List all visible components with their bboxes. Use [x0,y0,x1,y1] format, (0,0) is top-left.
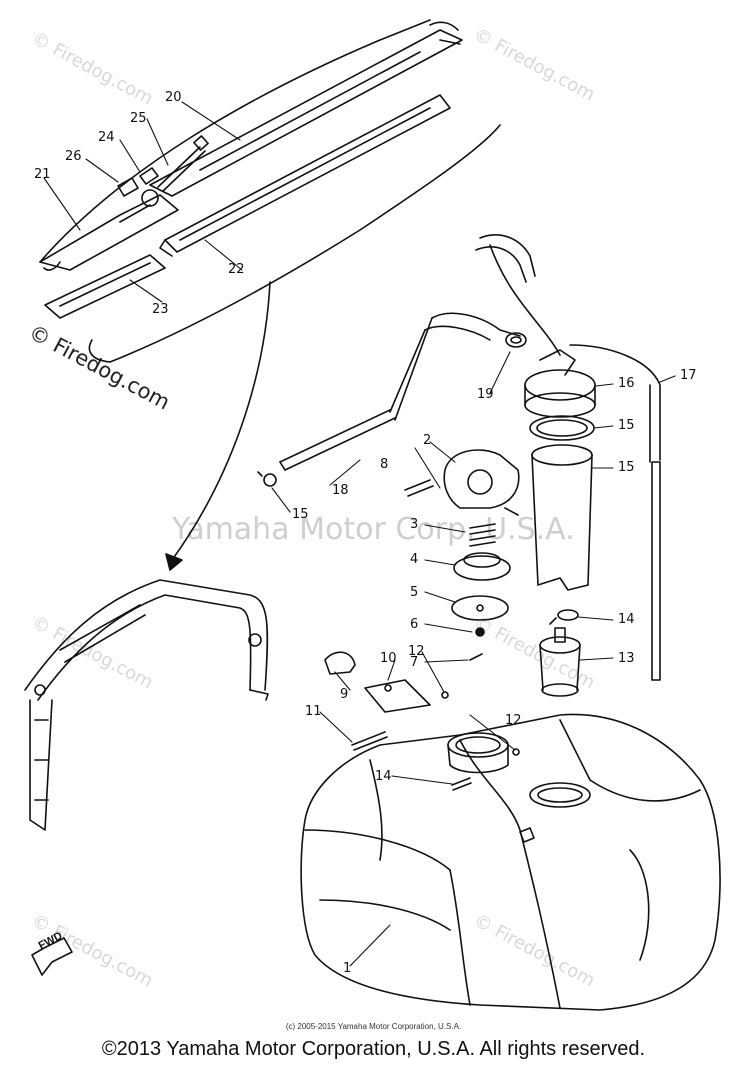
bracket-23 [39,189,179,271]
breather-hose-19 [475,234,661,681]
assembly-arrowhead [165,553,183,571]
callout-13: 14 [375,769,392,784]
clamp-15-left [257,471,277,487]
bolt-27 [157,135,209,192]
callout-23: 21 [34,167,51,182]
plate-10 [364,679,431,713]
cap-9 [324,651,356,675]
callout-3: 3 [410,517,419,532]
small-copyright: (c) 2005-2015 Yamaha Motor Corporation, … [285,1022,462,1031]
o-ring-17 [529,415,595,441]
assembled-frame [24,579,269,831]
callout-21: 19 [477,387,494,402]
footer-copyright: ©2013 Yamaha Motor Corporation, U.S.A. A… [101,1038,646,1060]
washer-6 [475,627,485,637]
callout-25: 23 [152,302,169,317]
callout-20: 18 [332,483,349,498]
fuel-cock-body-2 [443,449,520,516]
callout-12-top: 12 [408,644,425,659]
filter-case-16 [531,444,593,591]
spring-3 [469,523,496,547]
hose-20 [279,312,521,471]
callout-26: 24 [98,130,115,145]
rubber-strip-25 [44,254,166,319]
callout-8: 8 [380,457,389,472]
filter-cap-18 [524,349,596,418]
watermark-center: Yamaha Motor Corp. U.S.A. [172,512,575,547]
strainer-14 [539,627,581,697]
nut-28 [117,177,139,197]
callout-5: 5 [410,585,419,600]
callout-15-left: 15 [292,507,309,522]
callout-11: 11 [305,704,322,719]
filler-neck-mount [447,732,509,774]
callout-18: 16 [618,376,635,391]
callout-17: 15 [618,418,635,433]
screw-8 [404,479,434,497]
callout-7: 7 [410,655,419,670]
washer-12 [441,691,520,756]
callout-12-right: 12 [505,713,522,728]
bolt-11 [351,731,388,751]
callout-10: 10 [380,651,397,666]
fwd-arrow [31,937,73,976]
callout-28: 26 [65,149,82,164]
clamp-15-right [549,609,579,625]
screw-7 [469,653,483,661]
callout-16: 15 [618,460,635,475]
strap-22 [149,21,463,197]
callout-1: 1 [343,961,352,976]
leader-lines [43,101,676,967]
rubber-strip-24 [159,94,451,257]
collar-26 [139,167,159,185]
gasket-5 [451,595,509,621]
callout-14: 13 [618,651,635,666]
assembly-arrow [171,281,271,561]
callout-22: 20 [165,90,182,105]
callout-2: 2 [423,433,432,448]
callout-27: 25 [130,111,147,126]
callout-24: 22 [228,262,245,277]
callout-6: 6 [410,617,419,632]
callout-9: 9 [340,687,349,702]
fuel-tank-1 [300,713,721,1011]
callout-19: 17 [680,368,697,383]
lever-4 [453,552,511,581]
inset-outline [39,19,501,363]
callout-15-right: 14 [618,612,635,627]
clamp-21 [505,332,527,348]
callout-4: 4 [410,552,419,567]
bolt-13 [451,777,472,791]
